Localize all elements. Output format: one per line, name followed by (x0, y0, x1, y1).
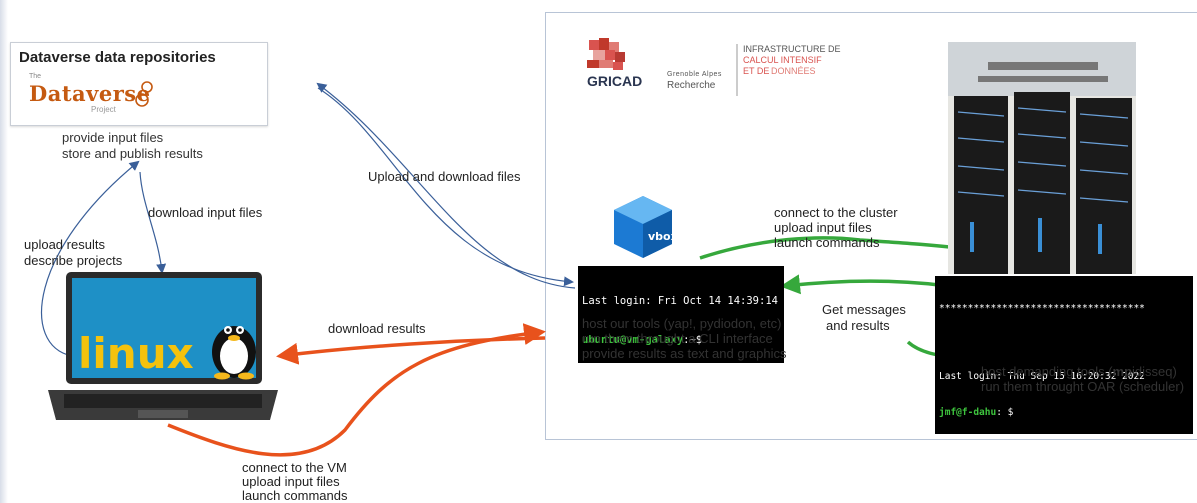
arrow-download-input-files (139, 171, 167, 274)
left-edge-strip (0, 0, 8, 503)
cluster-terminal-line1: Last login: Thu Sep 15 16:20:32 2022 (939, 371, 1145, 382)
label-upload-results: upload results (24, 237, 105, 252)
gricad-logo: GRICAD Grenoble Alpes Recherche INFRASTR… (587, 38, 841, 96)
cluster-terminal-prompt: jmf@f-dahu (939, 407, 997, 418)
gricad-infra-2: CALCUL INTENSIF (743, 55, 822, 65)
gricad-infra-3: ET DE (743, 66, 769, 76)
cluster-server-rack-image (948, 42, 1136, 274)
vm-terminal: Last login: Fri Oct 14 14:39:14 ubuntu@v… (578, 266, 784, 363)
arrow-connect-vm (167, 323, 546, 457)
dataverse-loop-icon (135, 81, 153, 107)
cluster-desc-1-pre: host demanding tools ( (981, 364, 1113, 379)
vm-terminal-suffix: :~$ (683, 334, 703, 346)
cluster-terminal-suffix: : $ (996, 407, 1014, 418)
label-connect-cluster-1: connect to the cluster (774, 205, 898, 220)
vm-terminal-prompt: ubuntu@vm-galaxy (582, 334, 684, 346)
label-download-input-files: download input files (148, 205, 263, 220)
cluster-desc-1: host demanding tools (mpidisseq) (981, 364, 1177, 379)
vm-desc-2: run them throught a CLI interface (582, 331, 773, 346)
dataverse-box: Dataverse data repositories The Datavers… (10, 42, 268, 126)
gricad-infra-1: INFRASTRUCTURE DE (743, 44, 841, 54)
label-connect-cluster-3: launch commands (774, 235, 880, 250)
virtualbox-icon: vbox (614, 196, 676, 258)
cluster-terminal: ************************************ Las… (935, 276, 1193, 434)
virtualbox-label: vbox (648, 230, 676, 243)
gricad-logo-text: GRICAD (587, 73, 642, 89)
gricad-logo-block: GRICAD Grenoble Alpes Recherche INFRASTR… (587, 38, 847, 123)
cluster-terminal-prompt-line: jmf@f-dahu: $ (939, 407, 1189, 419)
vm-terminal-prompt-line: ubuntu@vm-galaxy:~$ (582, 334, 780, 347)
arrow-dataverse-to-vm (317, 87, 574, 287)
linux-laptop-image: linux (48, 272, 278, 420)
dataverse-logo-the: The (29, 73, 42, 80)
label-download-results: download results (328, 321, 426, 336)
label-connect-vm-2: upload input files (242, 474, 340, 489)
label-connect-cluster-2: upload input files (774, 220, 872, 235)
dataverse-desc-1: provide input files (62, 130, 164, 145)
cluster-desc-2: run them throught OAR (scheduler) (981, 379, 1185, 394)
label-and-results: and results (826, 318, 890, 333)
vm-desc-1: host our tools (yap!, pydiodon, etc) (582, 316, 782, 331)
cluster-desc-1-bold: mp (1112, 364, 1133, 379)
label-get-messages: Get messages (822, 302, 906, 317)
label-connect-vm-1: connect to the VM (242, 460, 347, 475)
gricad-subtitle-2: Recherche (667, 80, 716, 91)
arrow-upload-results (41, 160, 140, 357)
cluster-desc-1-post: idisseq) (1132, 364, 1177, 379)
arrow-vm-to-dataverse (316, 82, 576, 289)
vm-desc-3: provide results as text and graphics (582, 346, 787, 361)
dataverse-title: Dataverse data repositories (19, 49, 216, 66)
label-describe-projects: describe projects (24, 253, 123, 268)
cluster-terminal-stars: ************************************ (939, 303, 1145, 314)
gricad-subtitle-1: Grenoble Alpes (667, 71, 722, 78)
dataverse-desc-2: store and publish results (62, 146, 203, 161)
label-upload-download-files: Upload and download files (368, 169, 521, 184)
dataverse-logo: Dataverse (29, 81, 151, 106)
arrow-download-results (276, 336, 546, 365)
dataverse-logo-project: Project (91, 105, 116, 114)
laptop-screen-text: linux (78, 329, 194, 378)
label-connect-vm-3: launch commands (242, 488, 348, 503)
vm-terminal-line1: Last login: Fri Oct 14 14:39:14 (582, 295, 778, 307)
gricad-infra-3b: DONNÉES (771, 66, 816, 76)
